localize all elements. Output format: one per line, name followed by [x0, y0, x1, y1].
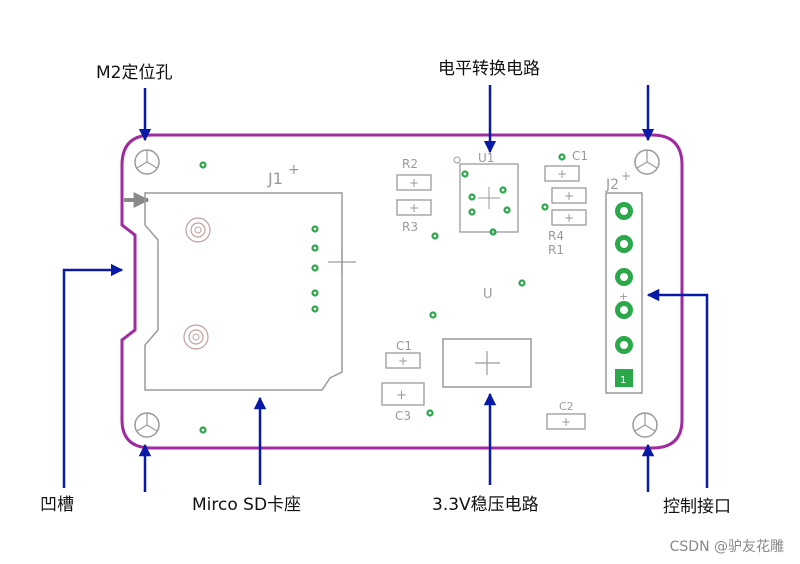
label-c1-left: C1 [396, 339, 412, 353]
label-u: U [483, 287, 493, 302]
callout-sd-socket: Mirco SD卡座 [192, 495, 302, 515]
label-c1-top: C1 [572, 149, 588, 163]
mounting-hole-top-right [634, 149, 660, 175]
label-u1: U1 [478, 151, 494, 165]
mounting-hole-bottom-left [134, 412, 160, 438]
svg-text:+: + [561, 415, 571, 429]
label-r1: R1 [548, 243, 564, 257]
sd-socket-peg-bottom [183, 324, 209, 350]
resistor-r4: + [551, 209, 587, 226]
mounting-hole-top-left [134, 149, 160, 175]
mounting-hole-bottom-right [632, 412, 658, 438]
j2-pins [615, 202, 633, 387]
regulator-body [442, 338, 532, 388]
label-r4: R4 [548, 229, 564, 243]
arrow-control-port [646, 288, 709, 488]
svg-text:+: + [557, 167, 567, 181]
callout-arrows [62, 85, 709, 492]
label-r2: R2 [402, 157, 418, 171]
svg-text:+: + [564, 189, 574, 203]
label-c3: C3 [395, 409, 411, 423]
sd-socket-crosshair [328, 248, 356, 276]
label-j1-plus: + [288, 162, 300, 178]
board-outline [120, 133, 684, 450]
callout-control-port: 控制接口 [663, 497, 731, 517]
u1-pin1-marker [453, 156, 461, 164]
callout-level-shift: 电平转换电路 [438, 59, 540, 79]
capacitor-c1: + [544, 165, 580, 182]
callout-m2-hole: M2定位孔 [96, 63, 173, 83]
label-r3: R3 [402, 220, 418, 234]
label-j2-pin1: 1 [620, 375, 626, 386]
svg-text:+: + [409, 176, 419, 190]
capacitor-c2: + [546, 413, 586, 430]
svg-text:+: + [409, 201, 419, 215]
label-j1: J1 [267, 169, 283, 188]
svg-text:+: + [398, 354, 408, 368]
resistor-r2: + [396, 174, 432, 191]
callout-regulator: 3.3V稳压电路 [432, 495, 539, 515]
sd-socket-peg-top [185, 217, 211, 243]
resistor-mid: + [551, 187, 587, 204]
sd-socket-outline [144, 192, 343, 391]
watermark: CSDN @驴友花雕 [669, 539, 784, 555]
resistor-r3: + [396, 199, 432, 216]
svg-text:+: + [396, 388, 407, 403]
label-j2: J2 [605, 177, 619, 193]
callout-notch: 凹槽 [40, 495, 74, 515]
arrow-notch [62, 263, 124, 488]
capacitor-c1-left: + [385, 352, 421, 369]
capacitor-c3: + [381, 382, 425, 406]
u1-chip-outline [459, 163, 519, 233]
j2-header-outline [605, 192, 643, 394]
label-j2-pin-plus: + [619, 290, 628, 303]
vias [199, 153, 566, 434]
svg-text:+: + [564, 211, 574, 225]
label-c2: C2 [559, 400, 574, 413]
label-j2-plus: + [621, 169, 631, 183]
